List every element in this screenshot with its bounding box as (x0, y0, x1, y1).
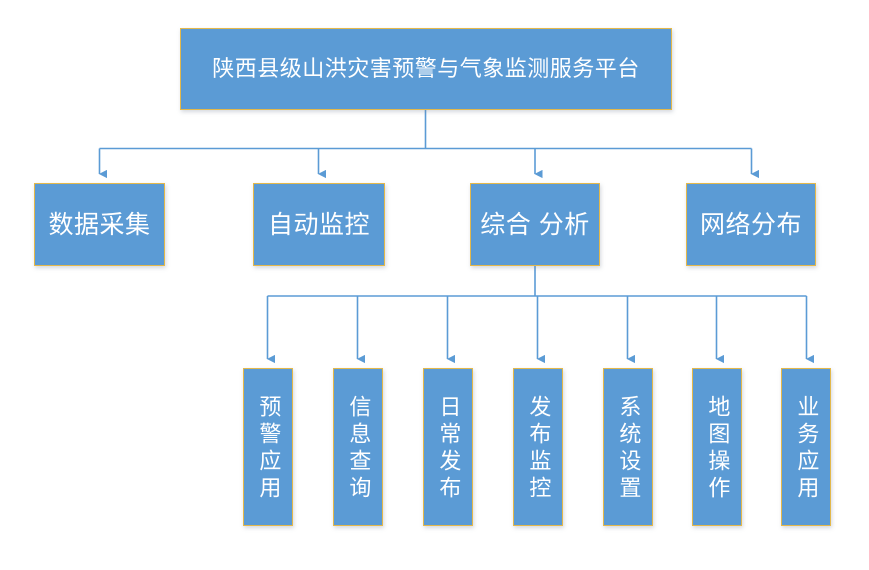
node-level2-auto-monitoring[interactable]: 自动监控 (253, 183, 385, 266)
node-level3-warning-application[interactable]: 预警应用 (243, 368, 293, 526)
connector-level2-drops (98, 148, 760, 179)
node-level3-system-settings[interactable]: 系统设置 (603, 368, 653, 526)
node-level3-map-operations[interactable]: 地图操作 (692, 368, 742, 526)
node-level3-daily-release[interactable]: 日常发布 (423, 368, 473, 526)
node-level3-release-monitoring[interactable]: 发布监控 (513, 368, 563, 526)
node-level3-business-application[interactable]: 业务应用 (781, 368, 831, 526)
node-level2-comprehensive-analysis[interactable]: 综合 分析 (470, 183, 600, 266)
node-level2-network-distribution[interactable]: 网络分布 (686, 183, 816, 266)
node-level2-data-collection[interactable]: 数据采集 (34, 183, 165, 266)
connector-level3-drops (266, 296, 815, 364)
node-level3-information-query[interactable]: 信息查询 (333, 368, 383, 526)
node-root-platform[interactable]: 陕西县级山洪灾害预警与气象监测服务平台 (180, 28, 672, 110)
